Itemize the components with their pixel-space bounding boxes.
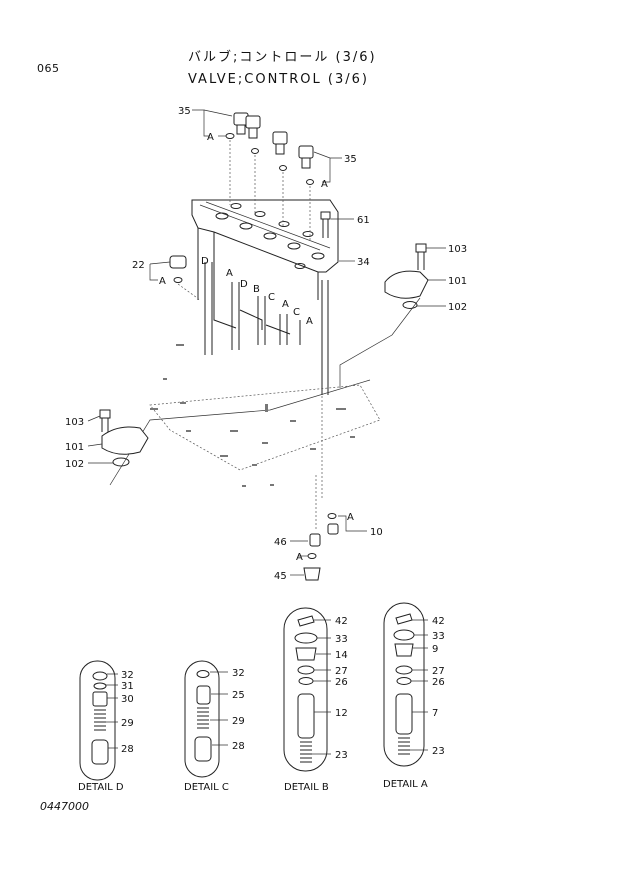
detail-b-part-33: 33 — [335, 634, 348, 645]
callout-101-right: 101 — [448, 276, 467, 287]
ref-letter-a: A — [306, 316, 313, 327]
lower-parts-group — [303, 396, 339, 581]
ref-letter-a: A — [296, 552, 303, 563]
detail-reference-letters: A A A A A A A A B C C D D — [159, 132, 354, 563]
callout-labels: 35 35 61 34 22 103 101 102 103 101 102 1… — [65, 106, 467, 582]
detail-c-part-28: 28 — [232, 741, 245, 752]
ref-letter-d: D — [201, 256, 209, 267]
detail-b-part-23: 23 — [335, 750, 348, 761]
ref-letter-c: C — [268, 292, 275, 303]
detail-d-part-31: 31 — [121, 681, 134, 692]
detail-a-part-27: 27 — [432, 666, 445, 677]
detail-b-part-42: 42 — [335, 616, 348, 627]
detail-a-part-42: 42 — [432, 616, 445, 627]
detail-a-part-33: 33 — [432, 631, 445, 642]
detail-b-part-12: 12 — [335, 708, 348, 719]
callout-102-left: 102 — [65, 459, 84, 470]
detail-b: 42 33 14 27 26 12 23 DETAIL B — [283, 607, 348, 793]
callout-102-right: 102 — [448, 302, 467, 313]
detail-d-part-29: 29 — [121, 718, 134, 729]
leader-lines — [87, 109, 446, 576]
ref-letter-a: A — [226, 268, 233, 279]
detail-c-part-29: 29 — [232, 716, 245, 727]
ref-letter-a: A — [207, 132, 214, 143]
callout-103-right: 103 — [448, 244, 467, 255]
housing-specks — [150, 344, 355, 487]
callout-34: 34 — [357, 257, 370, 268]
left-cover-group — [99, 409, 149, 467]
ref-letter-a: A — [321, 179, 328, 190]
detail-d: 32 31 30 29 28 DETAIL D — [78, 660, 134, 793]
ref-letter-b: B — [253, 284, 260, 295]
callout-103-left: 103 — [65, 417, 84, 428]
detail-a-part-26: 26 — [432, 677, 445, 688]
callout-61: 61 — [357, 215, 370, 226]
detail-c-part-32: 32 — [232, 668, 245, 679]
drawing-number: 0447000 — [40, 800, 89, 813]
detail-a-caption: DETAIL A — [383, 779, 428, 790]
callout-35-right: 35 — [344, 154, 357, 165]
detail-a-part-7: 7 — [432, 708, 438, 719]
detail-c-part-25: 25 — [232, 690, 245, 701]
detail-c-caption: DETAIL C — [184, 782, 229, 793]
ref-letter-a: A — [282, 299, 289, 310]
ref-letter-d: D — [240, 279, 248, 290]
title-japanese: バルブ;コントロール (3/6) — [188, 50, 377, 65]
callout-22: 22 — [132, 260, 145, 271]
page-number: 065 — [37, 62, 60, 75]
detail-a-part-23: 23 — [432, 746, 445, 757]
callout-35-top: 35 — [178, 106, 191, 117]
detail-b-part-26: 26 — [335, 677, 348, 688]
valve-body — [109, 199, 421, 487]
detail-b-part-27: 27 — [335, 666, 348, 677]
detail-d-part-28: 28 — [121, 744, 134, 755]
detail-d-part-30: 30 — [121, 694, 134, 705]
detail-d-part-32: 32 — [121, 670, 134, 681]
callout-101-left: 101 — [65, 442, 84, 453]
detail-c: 32 25 29 28 DETAIL C — [184, 660, 245, 793]
detail-b-part-14: 14 — [335, 650, 348, 661]
callout-45: 45 — [274, 571, 287, 582]
detail-d-caption: DETAIL D — [78, 782, 124, 793]
callout-10: 10 — [370, 527, 383, 538]
detail-a: 42 33 9 27 26 7 23 DETAIL A — [383, 602, 445, 790]
right-cover-group — [384, 243, 429, 309]
ref-letter-a: A — [159, 276, 166, 287]
detail-a-part-9: 9 — [432, 644, 438, 655]
detail-b-caption: DETAIL B — [284, 782, 329, 793]
ref-letter-c: C — [293, 307, 300, 318]
ref-letter-a: A — [347, 512, 354, 523]
title-english: VALVE;CONTROL (3/6) — [188, 72, 369, 87]
callout-46: 46 — [274, 537, 287, 548]
plug-group-top — [169, 112, 331, 301]
